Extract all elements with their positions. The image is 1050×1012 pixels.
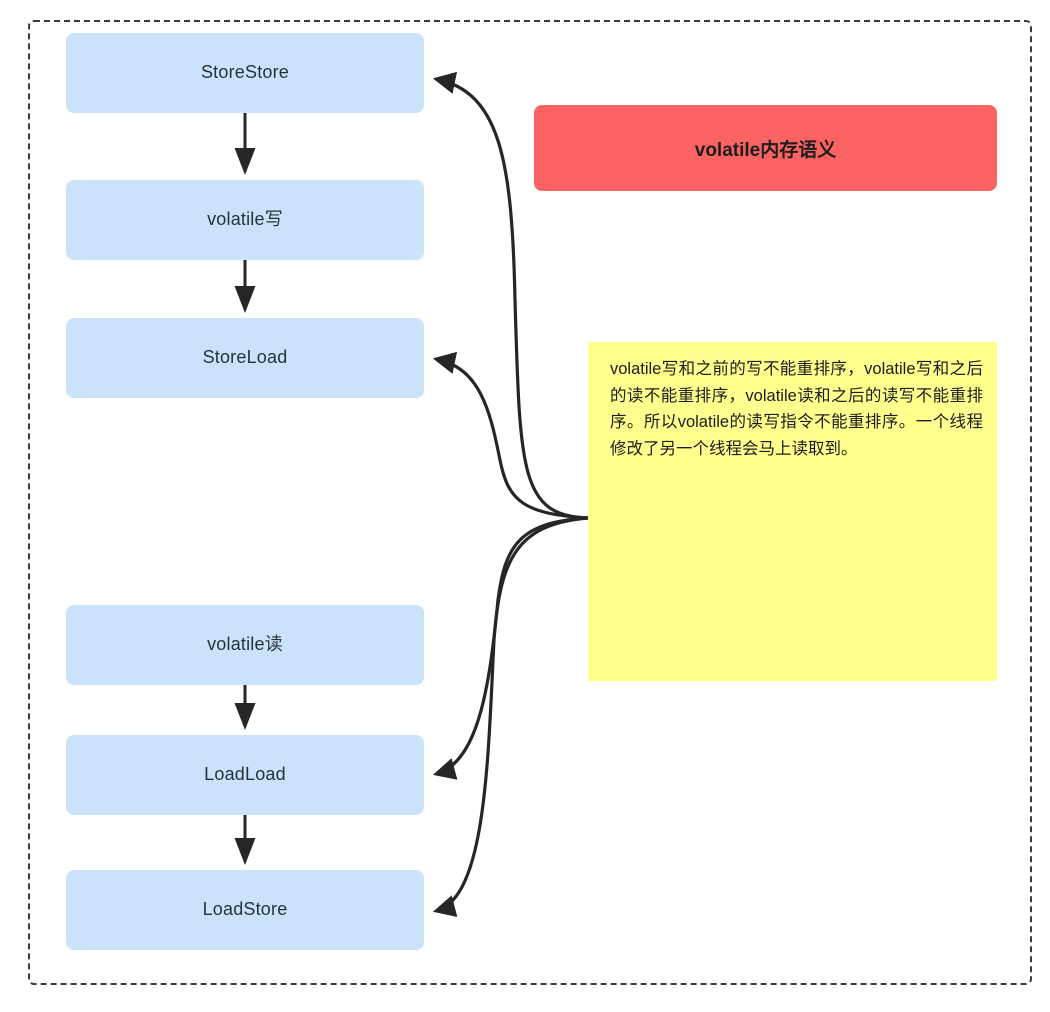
node-storestore[interactable]: StoreStore xyxy=(66,33,424,113)
node-label-loadload: LoadLoad xyxy=(204,764,286,785)
node-label-storestore: StoreStore xyxy=(200,62,290,83)
title-banner: volatile内存语义 xyxy=(534,105,997,191)
title-banner-label: volatile内存语义 xyxy=(694,139,837,161)
node-volatile-read[interactable]: volatile读 xyxy=(66,605,424,685)
node-label-loadstore: LoadStore xyxy=(202,899,288,920)
diagram-frame xyxy=(28,20,1032,985)
node-label-volatile-read: volatile读 xyxy=(207,634,283,655)
node-label-storeload: StoreLoad xyxy=(202,347,288,368)
node-volatile-write[interactable]: volatile写 xyxy=(66,180,424,260)
node-loadstore[interactable]: LoadStore xyxy=(66,870,424,950)
node-label-volatile-write: volatile写 xyxy=(207,209,283,230)
node-loadload[interactable]: LoadLoad xyxy=(66,735,424,815)
node-storeload[interactable]: StoreLoad xyxy=(66,318,424,398)
annotation-note: volatile写和之前的写不能重排序，volatile写和之后的读不能重排序，… xyxy=(588,342,997,681)
annotation-note-text: volatile写和之前的写不能重排序，volatile写和之后的读不能重排序，… xyxy=(610,360,983,459)
